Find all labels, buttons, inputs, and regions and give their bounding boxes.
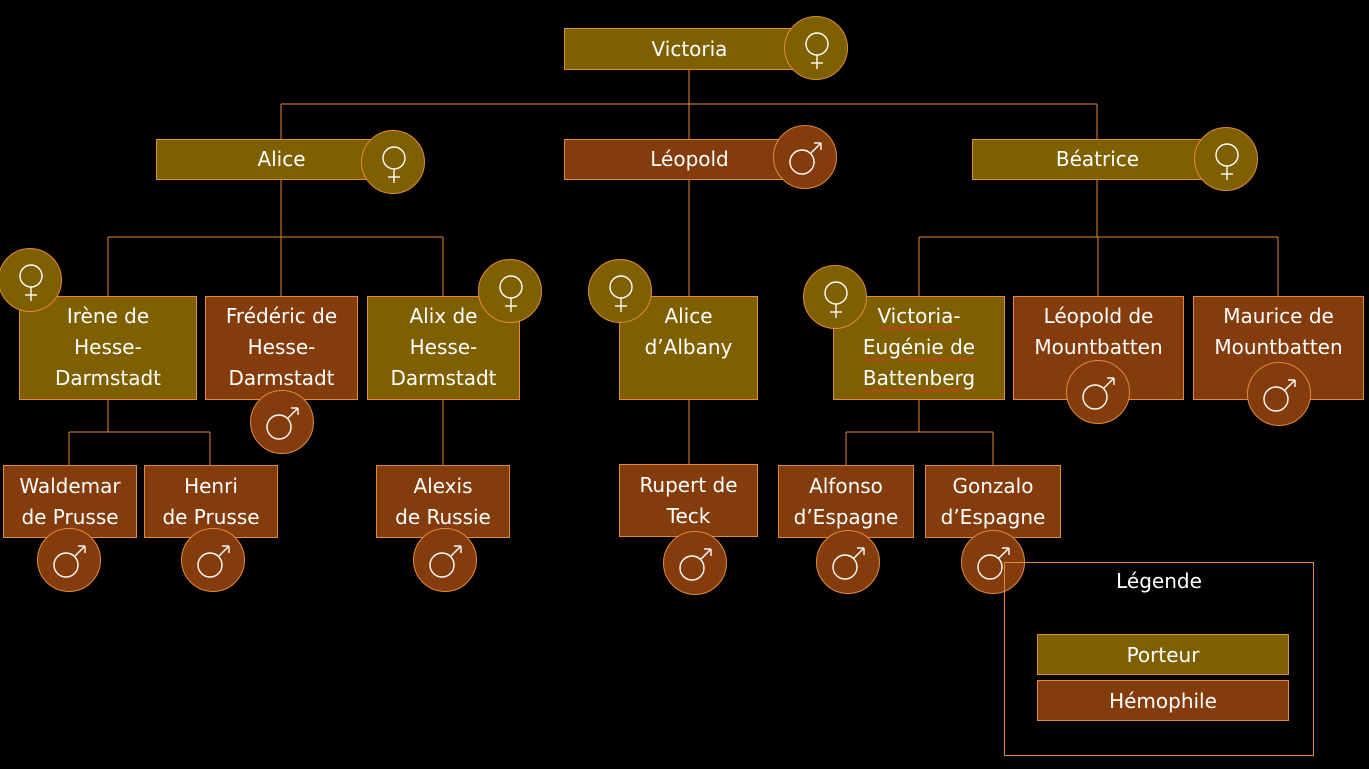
female-symbol-icon [361,130,425,194]
male-symbol-icon [1247,362,1311,426]
person-henri: Henri de Prusse [144,465,278,538]
person-name: Léopold de Mountbatten [1034,304,1163,359]
male-symbol-icon [816,530,880,594]
person-name: Alice d’Albany [644,304,733,359]
female-symbol-icon [784,16,848,80]
person-name: Béatrice [1055,147,1140,171]
male-symbol-icon [773,125,837,189]
person-gonzalo: Gonzalo d’Espagne [925,465,1061,538]
female-symbol-icon [0,248,62,312]
person-name: Irène de Hesse- Darmstadt [54,304,162,390]
person-name: Henri de Prusse [162,473,260,529]
person-maurice-mountbatten: Maurice de Mountbatten [1193,296,1364,400]
person-rupert: Rupert de Teck [619,464,758,537]
person-name: Maurice de Mountbatten [1214,304,1343,359]
female-symbol-icon [1194,127,1258,191]
female-symbol-icon [588,259,652,323]
legend-item-hemophile: Hémophile [1037,680,1289,721]
legend-label: Hémophile [1109,688,1217,713]
male-symbol-icon [250,390,314,454]
person-alexis: Alexis de Russie [376,465,510,538]
female-symbol-icon [478,259,542,323]
person-leopold-mountbatten: Léopold de Mountbatten [1013,296,1184,400]
person-name: Rupert de Teck [639,472,738,528]
legend-title: Légende [1116,569,1202,593]
person-name: Victoria [651,36,728,61]
person-name: Victoria- Eugénie de Battenberg [862,304,976,390]
person-waldemar: Waldemar de Prusse [3,465,137,538]
person-alfonso: Alfonso d’Espagne [778,465,914,538]
male-symbol-icon [663,531,727,595]
female-symbol-icon [803,265,867,329]
male-symbol-icon [181,528,245,592]
person-name: Frédéric de Hesse- Darmstadt [225,304,338,390]
person-name: Alexis de Russie [395,473,491,529]
person-frederic: Frédéric de Hesse- Darmstadt [205,296,358,400]
person-name: Alfonso d’Espagne [793,473,899,529]
male-symbol-icon [1066,360,1130,424]
person-name: Léopold [650,147,729,171]
person-name: Alix de Hesse- Darmstadt [390,304,497,390]
person-irene: Irène de Hesse- Darmstadt [19,296,197,400]
person-name: Waldemar de Prusse [19,473,121,529]
person-name: Gonzalo d’Espagne [940,473,1046,529]
legend: Légende Porteur Hémophile [1004,562,1314,756]
person-beatrice: Béatrice [972,139,1223,180]
legend-label: Porteur [1126,642,1200,667]
male-symbol-icon [413,528,477,592]
person-victoria: Victoria [564,28,815,70]
male-symbol-icon [37,528,101,592]
legend-item-carrier: Porteur [1037,634,1289,675]
person-name: Alice [257,147,306,171]
